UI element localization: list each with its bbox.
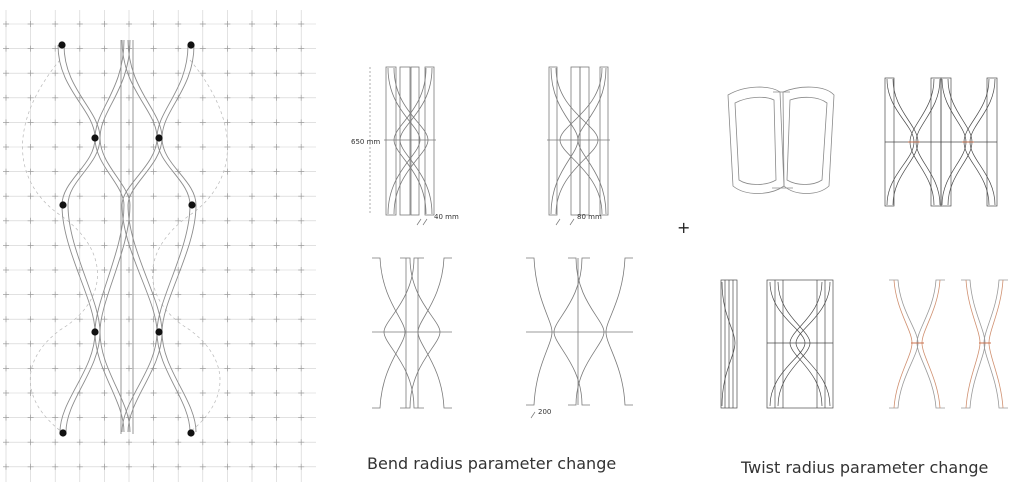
joint-node (91, 134, 99, 142)
offset-label: 200 (538, 408, 551, 416)
bend-caption: Bend radius parameter change (367, 454, 617, 473)
grid-panel (3, 10, 316, 482)
height-dimension-label: 650 mm (351, 138, 380, 146)
dashed-envelope (22, 59, 228, 433)
joint-node (155, 134, 163, 142)
joint-node (59, 201, 67, 209)
joint-node (187, 41, 195, 49)
spacing-label-80: 80 mm (577, 213, 602, 221)
joint-nodes (58, 41, 196, 437)
twist-variant-bottom-left (720, 279, 834, 409)
bend-variant-1 (369, 66, 436, 216)
grid-lines (5, 10, 316, 482)
dimension-tick (530, 411, 536, 419)
joint-node (59, 429, 67, 437)
joint-node (188, 201, 196, 209)
joint-node (58, 41, 66, 49)
twist-variant-top-right (884, 77, 998, 207)
bend-variant-2 (547, 66, 610, 216)
joint-node (155, 328, 163, 336)
joint-node (91, 328, 99, 336)
twist-caption: Twist radius parameter change (741, 458, 989, 477)
grid-ticks (3, 21, 305, 470)
spacing-label-40: 40 mm (434, 213, 459, 221)
dimension-ticks (555, 218, 575, 226)
joint-node (187, 429, 195, 437)
plus-sign: + (677, 218, 690, 237)
twist-perspective-loop (727, 86, 835, 194)
twist-variant-bottom-right (889, 279, 1008, 409)
bend-variant-3 (372, 257, 452, 409)
dimension-ticks (416, 218, 428, 226)
woven-strips (57, 39, 197, 434)
bend-variant-4 (526, 257, 633, 406)
